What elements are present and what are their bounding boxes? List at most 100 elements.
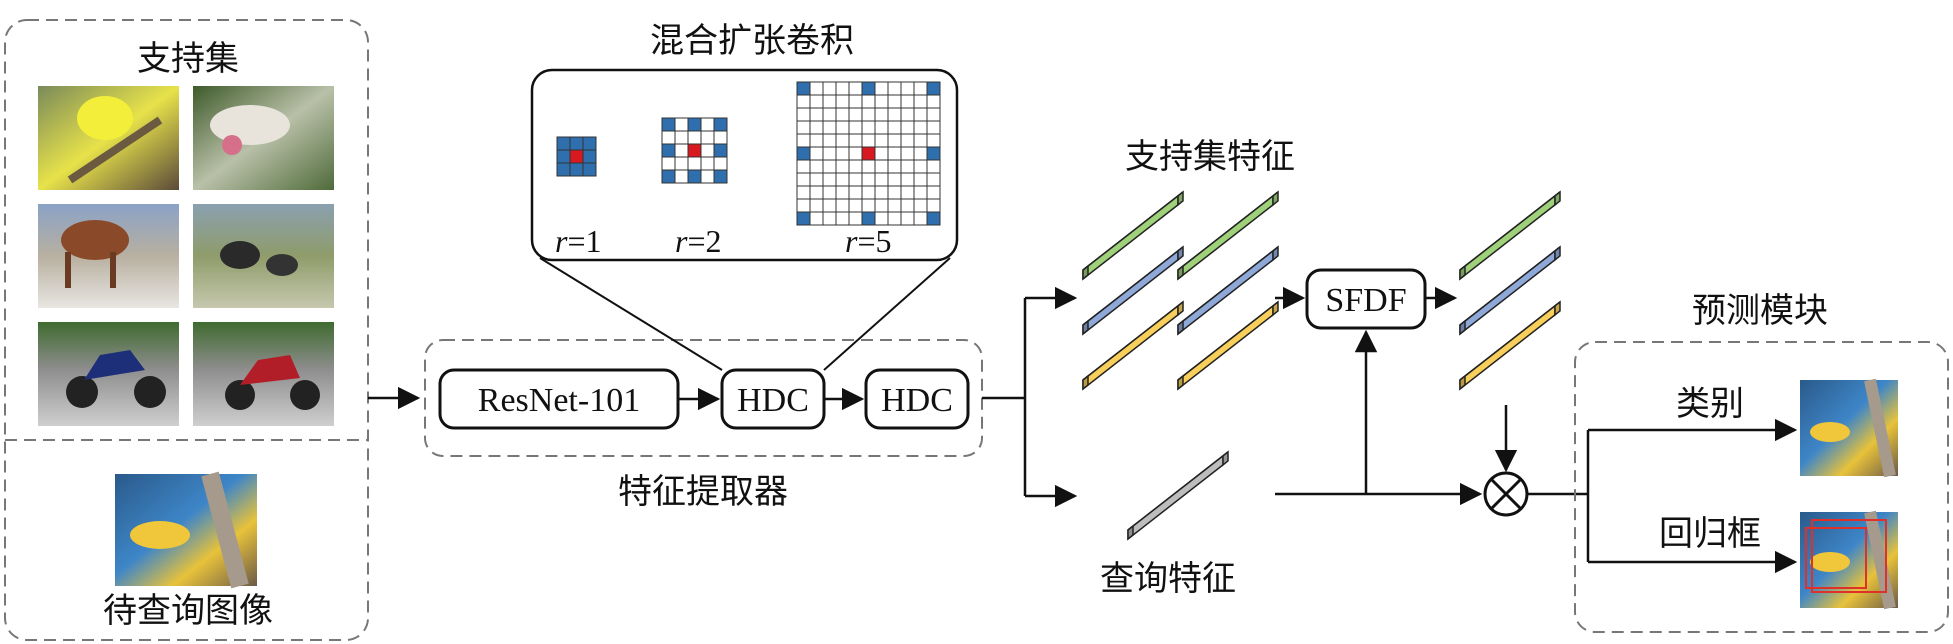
kernel-cell [887,94,902,109]
kernel-cell [796,172,811,187]
enhanced-feature-yellow [1459,300,1561,391]
kernel-cell [913,185,928,200]
kernel-cell [582,162,597,177]
kernel-cell [861,94,876,109]
kernel-cell [796,133,811,148]
kernel-cell [900,146,915,161]
kernel-cell [848,133,863,148]
enhanced-feature-bars [1459,190,1561,391]
support-image-cow [38,204,179,308]
kernel-cell [861,107,876,122]
kernel-cell [887,185,902,200]
kernel-cell [913,211,928,226]
kernel-cell [674,130,689,145]
kernel-cell [900,81,915,96]
kernel-cell [809,198,824,213]
kernel-cell [809,133,824,148]
kernel-cell [796,94,811,109]
kernel-cell [900,94,915,109]
kernel-cell [848,159,863,174]
support-feature-yellow-1 [1082,300,1184,391]
kernel-cell [809,172,824,187]
kernel-cell [835,146,850,161]
support-image-buffalo [193,204,334,308]
kernel-cell [674,156,689,171]
prediction-module-label: 预测模块 [1692,291,1828,331]
kernel-cell [713,156,728,171]
kernel-cell [796,81,811,96]
kernel-cell [848,94,863,109]
kernel-cell [900,172,915,187]
query-feature-bar [1127,450,1229,541]
kernel-cell [887,107,902,122]
kernel-cell [796,198,811,213]
kernel-cell [874,146,889,161]
kernel-cell [874,120,889,135]
kernel-cell [874,81,889,96]
kernel-cell [700,130,715,145]
kernel-cell [674,143,689,158]
kernel-cell [796,146,811,161]
kernel-cell [713,169,728,184]
kernel-cell [835,94,850,109]
kernel-cell [900,211,915,226]
kernel-cell [926,172,941,187]
kernel-cell [700,156,715,171]
support-image-motorcycle-blue [38,322,179,426]
kernel-cell [822,159,837,174]
bbox-label: 回归框 [1659,514,1761,554]
kernel-cell [926,159,941,174]
kernel-cell [582,136,597,151]
kernel-cell [900,120,915,135]
support-features-label: 支持集特征 [1125,137,1295,177]
kernel-cell [687,143,702,158]
kernel-cell [874,94,889,109]
kernel-cell [913,120,928,135]
kernel-cell [874,133,889,148]
query-image [115,471,257,589]
kernel-cell [913,146,928,161]
kernel-cell [861,81,876,96]
kernel-cell [713,143,728,158]
kernel-cell [913,81,928,96]
kernel-cell [848,172,863,187]
kernel-cell [861,159,876,174]
input-panel-border [4,19,369,641]
query-features-label: 查询特征 [1100,559,1236,599]
kernel-cell [861,198,876,213]
query-image-label: 待查询图像 [103,591,273,631]
kernel-cell [874,198,889,213]
kernel-cell [822,211,837,226]
support-image-parrot-gray [193,86,334,190]
kernel-cell [861,185,876,200]
zoom-line-right [823,257,951,371]
kernel-cell [835,133,850,148]
kernel-cell [848,120,863,135]
kernel-cell [796,185,811,200]
kernel-cell [887,172,902,187]
kernel-cell [861,146,876,161]
multiply-node [1483,471,1529,517]
kernel-cell [913,94,928,109]
kernel-cell [661,117,676,132]
kernel-cell [900,198,915,213]
kernel-cell [822,120,837,135]
kernel-cell [796,120,811,135]
kernel-cell [848,107,863,122]
kernel-cell [926,185,941,200]
hdc1-label: HDC [737,382,809,419]
kernel-cell [835,107,850,122]
category-label: 类别 [1676,384,1744,424]
kernel-cell [700,143,715,158]
kernel-cell [926,94,941,109]
kernel-cell [848,198,863,213]
kernel-cell [835,120,850,135]
kernel-cell [569,149,584,164]
hdc-module-2 [864,368,970,430]
output-image-category [1800,378,1898,478]
kernel-cell [809,107,824,122]
kernel-cell [874,107,889,122]
kernel-cell [848,185,863,200]
kernel-cell [874,159,889,174]
